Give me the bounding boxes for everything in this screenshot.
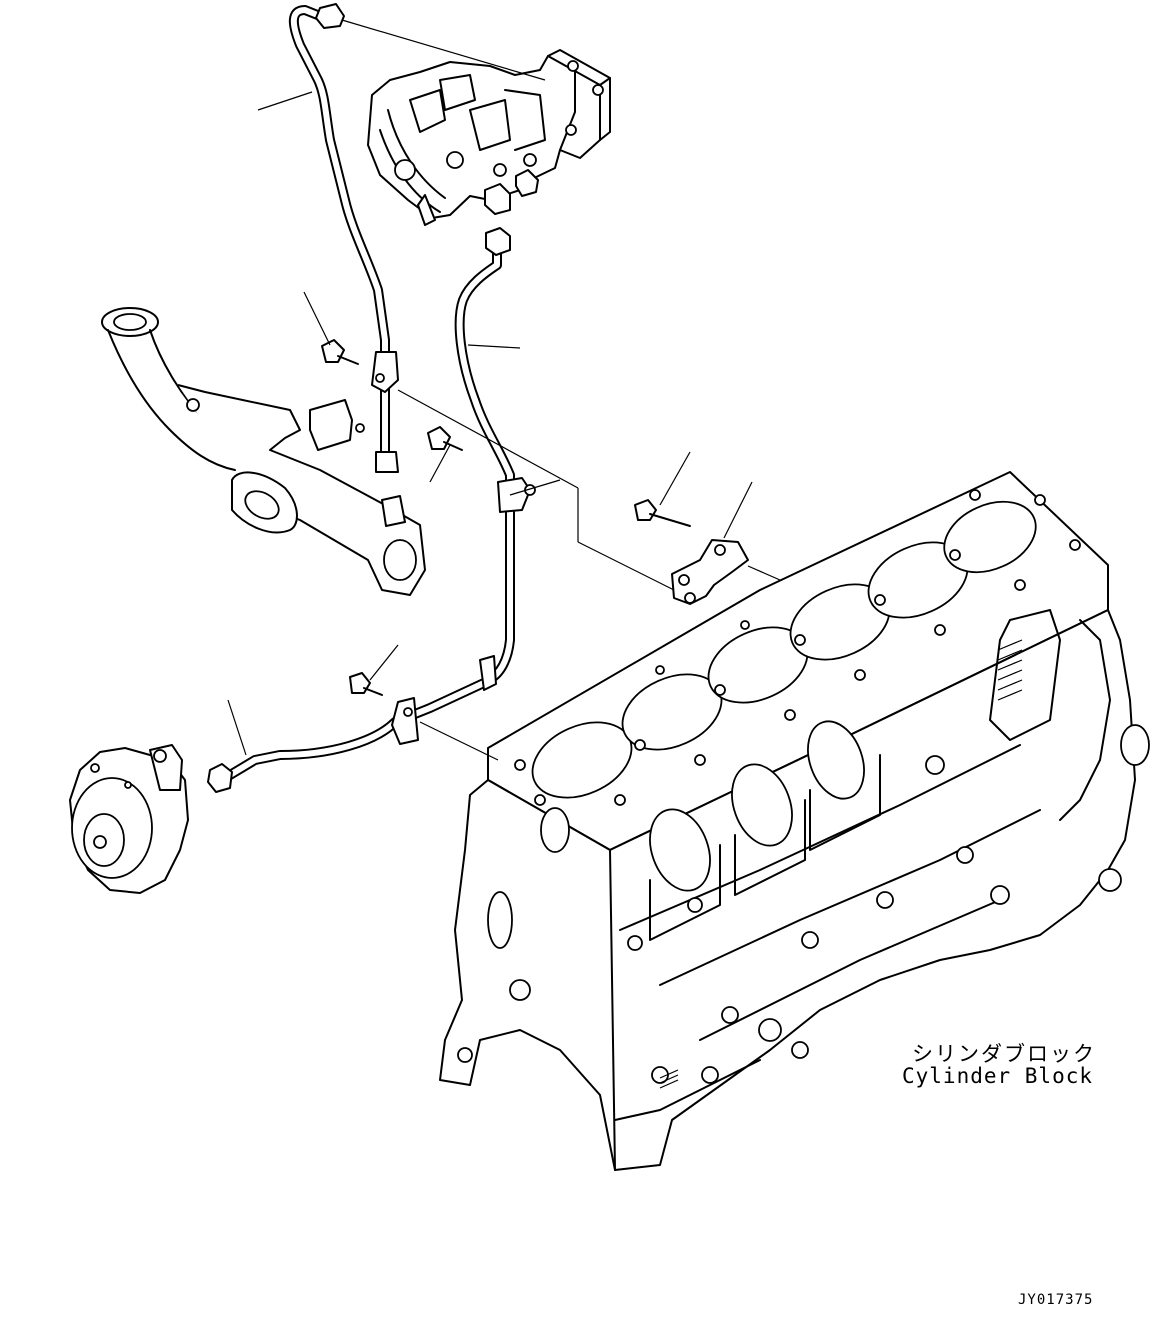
tube-clamp [371, 351, 536, 745]
fuel-injection-pump [367, 49, 611, 226]
fuel-filter-head [101, 307, 426, 596]
cylinder-block-label-jp: シリンダブロック [912, 1042, 1096, 1066]
clamp-bolt [321, 339, 691, 696]
lower-fuel-tube [207, 677, 491, 793]
middle-fuel-tube [454, 227, 515, 685]
mounting-bracket [671, 539, 749, 605]
cylinder-block [439, 471, 1150, 1171]
feed-pump [69, 744, 189, 894]
leader-lines [227, 19, 781, 761]
cylinder-block-label-en: Cylinder Block [902, 1064, 1094, 1088]
upper-fuel-tube [288, 3, 399, 473]
figure-code: JY017375 [1018, 1292, 1094, 1308]
